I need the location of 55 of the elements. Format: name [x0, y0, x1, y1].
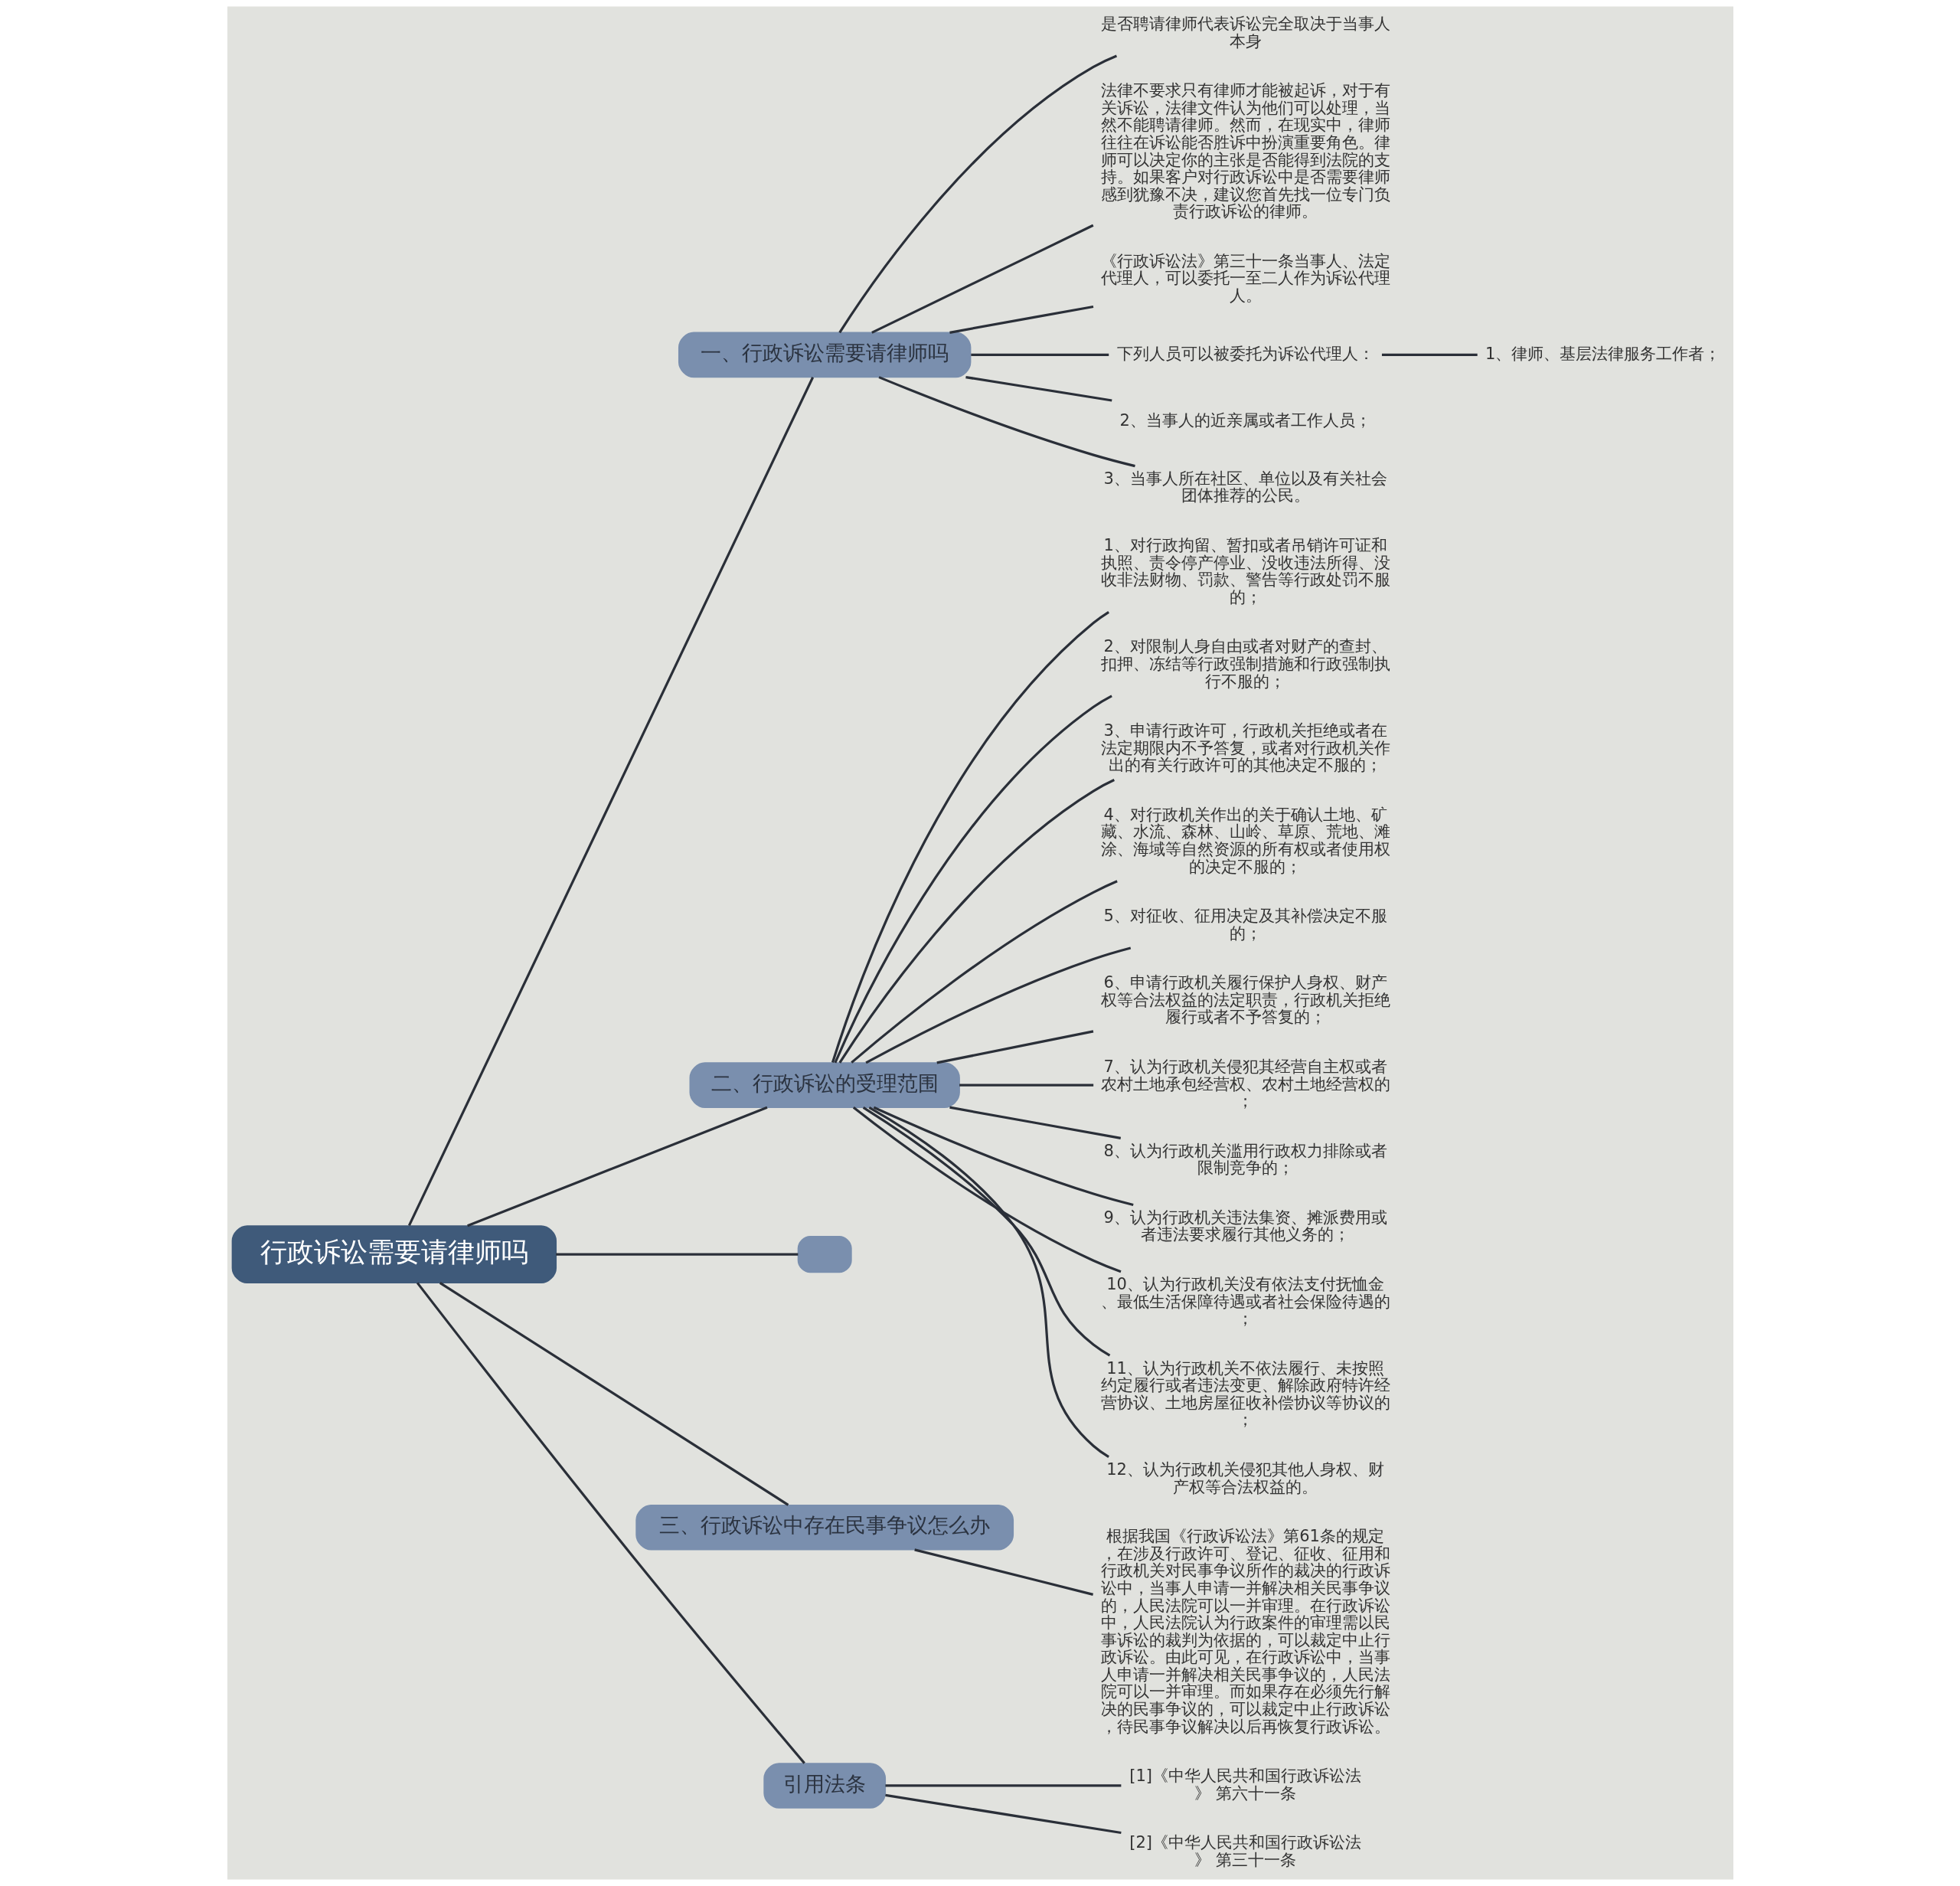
connector	[936, 1030, 1093, 1064]
node-text: 11、认为行政机关不依法履行、未按照约定履行或者违法变更、解除政府特许经营协议、土地房屋征收补偿协议等协议的；	[1100, 1358, 1390, 1430]
node-text: 是否聘请律师代表诉讼完全取决于当事人本身	[1100, 15, 1390, 51]
node-text: 2、当事人的近亲属或者工作人员；	[1119, 411, 1371, 430]
connector	[838, 779, 1115, 1064]
connector	[466, 1106, 768, 1227]
node-text: 8、认为行政机关滥用行政权力排除或者限制竞争的；	[1102, 1141, 1387, 1178]
connector	[838, 54, 1117, 334]
connector	[871, 224, 1093, 334]
connector	[850, 880, 1118, 1064]
node-text: 下列人员可以被委托为诉讼代理人：	[1116, 344, 1374, 363]
node-text: 10、认为行政机关没有依法支付抚恤金、最低生活保障待遇或者社会保险待遇的；	[1100, 1274, 1390, 1329]
node-text: 1、对行政拘留、暂扣或者吊销许可证和执照、责令停产停业、没收违法所得、没收非法财物、罚款、警告等行政处罚不服的；	[1100, 536, 1390, 606]
node-box	[797, 1235, 852, 1273]
connector	[1381, 353, 1478, 357]
node-box: 行政诉讼需要请律师吗	[231, 1225, 557, 1284]
node-text: 1、律师、基层法律服务工作者；	[1485, 344, 1720, 363]
node-text: 3、申请行政许可，行政机关拒绝或者在法定期限内不予答复，或者对行政机关作出的有关行政许可的其他决定不服的；	[1100, 721, 1390, 775]
node-text: 12、认为行政机关侵犯其他人身权、财产权等合法权益的。	[1106, 1460, 1384, 1496]
node-text: 3、当事人所在社区、单位以及有关社会团体推荐的公民。	[1102, 469, 1387, 505]
node-box: 一、行政诉讼需要请律师吗	[678, 332, 971, 378]
node-box: 三、行政诉讼中存在民事争议怎么办	[635, 1504, 1014, 1551]
node-box: 引用法条	[763, 1763, 886, 1809]
connector	[949, 305, 1093, 334]
connector	[913, 1548, 1093, 1596]
connector	[407, 377, 814, 1227]
connector	[970, 353, 1109, 357]
connector	[877, 376, 1135, 468]
connector	[831, 610, 1109, 1064]
node-text: [2]《中华人民共和国行政诉讼法》 第三十一条	[1129, 1833, 1361, 1869]
node-text: 2、对限制人身自由或者对财产的查封、扣押、冻结等行政强制措施和行政强制执行不服的；	[1100, 637, 1390, 691]
connector	[862, 1106, 1110, 1357]
connector	[885, 1784, 1121, 1787]
connector	[833, 695, 1112, 1064]
node-text: 9、认为行政机关违法集资、摊派费用或者违法要求履行其他义务的；	[1102, 1208, 1387, 1244]
node-text: 6、申请行政机关履行保护人身权、财产权等合法权益的法定职责，行政机关拒绝履行或者不予答复的；	[1100, 973, 1390, 1027]
connector	[416, 1282, 805, 1764]
node-text: 7、认为行政机关侵犯其经营自主权或者农村土地承包经营权、农村土地经营权的；	[1100, 1057, 1390, 1111]
node-box: 二、行政诉讼的受理范围	[689, 1062, 960, 1108]
connector	[852, 1106, 1122, 1273]
connector	[884, 1793, 1122, 1835]
node-text: [1]《中华人民共和国行政诉讼法》 第六十一条	[1129, 1767, 1361, 1803]
node-text: 根据我国《行政诉讼法》第61条的规定，在涉及行政许可、登记、征收、征用和行政机关对民事争议所作的裁决的行政诉讼中，当事人申请一并解决相关民事争议的，人民法院可以一并审理。在行政诉讼中，人民法院认为行政案件的审理需以民事诉讼的裁判为依据的，可以裁定中止行政诉讼。由此可见，在行政诉讼中，当事人申请一并解决相关民事争议的，人民法院可以一并审理。而如果存在必须先行解决的民事争议的，可以裁定中止行政诉讼，待民事争议解决以后再恢复行政诉讼。	[1100, 1527, 1390, 1736]
connector	[439, 1281, 789, 1506]
node-text: 4、对行政机关作出的关于确认土地、矿藏、水流、森林、山岭、草原、荒地、滩涂、海域等自然资源的所有权或者使用权的决定不服的；	[1100, 805, 1390, 876]
node-text: 5、对征收、征用决定及其补偿决定不服的；	[1102, 907, 1387, 943]
node-text: 《行政诉讼法》第三十一条当事人、法定代理人，可以委托一至二人作为诉讼代理人。	[1100, 251, 1390, 306]
connector	[555, 1253, 798, 1256]
connector	[965, 375, 1112, 402]
connector	[959, 1084, 1093, 1087]
connector	[868, 1106, 1109, 1459]
connector	[949, 1106, 1121, 1140]
node-text: 法律不要求只有律师才能被起诉，对于有关诉讼，法律文件认为他们可以处理，当然不能聘请律师。然而，在现实中，律师往往在诉讼能否胜诉中扮演重要角色。律师可以决定你的主张是否能得到法院的支持。如果客户对行政诉讼中是否需要律师感到犹豫不决，建议您首先找一位专门负责行政诉讼的律师。	[1100, 81, 1390, 221]
connector	[873, 1106, 1134, 1207]
connector	[864, 946, 1131, 1064]
